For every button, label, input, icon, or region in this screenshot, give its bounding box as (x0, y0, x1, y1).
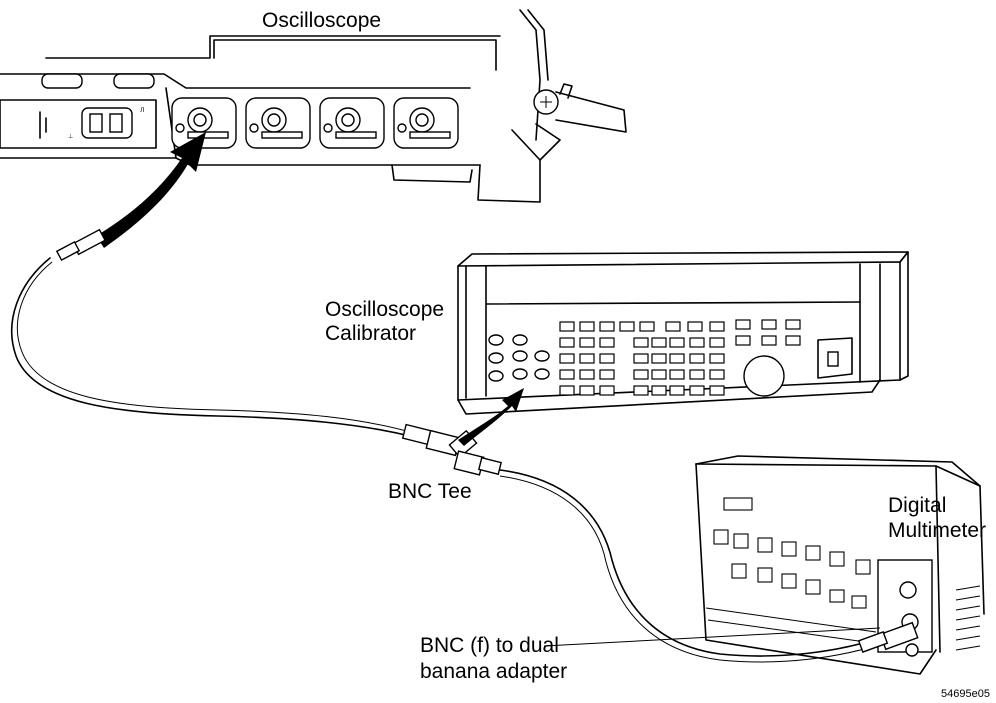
arrow-to-calibrator (458, 388, 524, 446)
adapter-label-line1: BNC (f) to dual (420, 634, 559, 657)
svg-text:⊥: ⊥ (68, 133, 73, 140)
dmm-label-line2: Multimeter (888, 519, 986, 542)
digital-multimeter: Digital Multimeter (695, 455, 986, 675)
calibrator-round-keys (488, 334, 550, 382)
figure-id: 54695e05 (941, 688, 990, 700)
oscilloscope-calibrator: Oscilloscope Calibrator (325, 251, 909, 415)
dmm-front-buttons (713, 497, 871, 609)
adapter-leader-line (543, 627, 881, 647)
adapter-label-line2: banana adapter (420, 660, 567, 683)
calibrator-dial (743, 355, 785, 397)
oscilloscope: ⊥ Л Oscilloscope (0, 9, 627, 203)
dmm-label-line1: Digital (888, 494, 946, 517)
calibrator-key-grid (559, 319, 801, 396)
oscilloscope-label: Oscilloscope (262, 9, 381, 32)
arrow-to-oscilloscope (96, 132, 206, 248)
bnc-tee-label: BNC Tee (388, 480, 472, 503)
bnc-tee: BNC Tee (388, 423, 503, 503)
calibrator-label-line1: Oscilloscope (325, 298, 444, 321)
channel-inputs (171, 97, 459, 149)
calibrator-label-line2: Calibrator (325, 322, 416, 345)
bnc-cable-to-dmm (499, 469, 889, 663)
bnc-cable-to-scope (11, 228, 411, 437)
svg-text:Л: Л (140, 107, 145, 114)
